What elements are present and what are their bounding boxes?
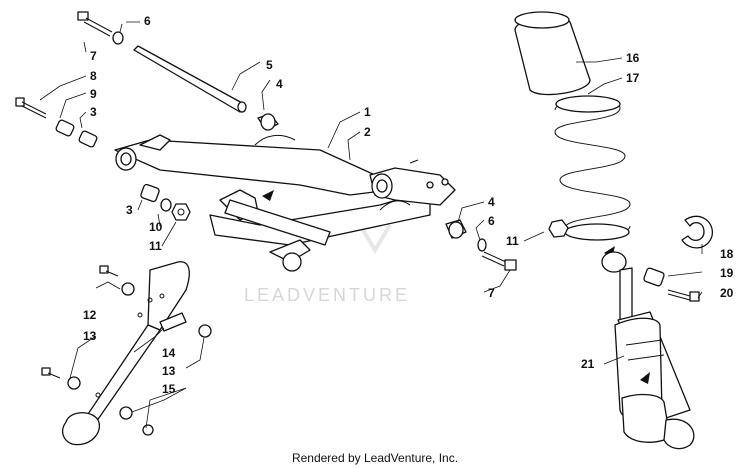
callout-21: 21: [581, 357, 595, 371]
watermark-text: LEADVENTURE: [244, 285, 410, 305]
bolt-lower-left[interactable]: [41, 367, 61, 379]
callout-15: 15: [162, 382, 176, 396]
washer-13-right[interactable]: [198, 324, 212, 338]
retaining-clip-18[interactable]: [681, 215, 713, 249]
bolt-8[interactable]: [15, 97, 47, 119]
callout-12: 12: [83, 308, 97, 322]
bolt-20[interactable]: [667, 289, 700, 302]
callout-8: 8: [90, 69, 97, 83]
bolt-12[interactable]: [99, 265, 119, 277]
limiter-strap[interactable]: [61, 261, 190, 446]
shock-absorber-21[interactable]: [601, 251, 695, 450]
bolt-7-right[interactable]: [481, 251, 517, 271]
spring-17[interactable]: [554, 95, 631, 241]
callout-16: 16: [626, 51, 640, 65]
bushing-9[interactable]: [55, 119, 75, 137]
bushing-19[interactable]: [643, 267, 665, 287]
washer-6-right[interactable]: [477, 238, 487, 252]
callout-1: 1: [364, 105, 371, 119]
callout-3-lower: 3: [126, 203, 133, 217]
callout-7-right: 7: [488, 286, 495, 300]
shaft-5[interactable]: [133, 45, 247, 113]
callout-6-top: 6: [144, 14, 151, 28]
nut-15[interactable]: [142, 424, 154, 436]
callout-6-right: 6: [488, 214, 495, 228]
washer-10[interactable]: [160, 198, 172, 212]
callout-5: 5: [266, 58, 273, 72]
nut-11-right[interactable]: [548, 219, 569, 238]
bushing-4-right[interactable]: [445, 219, 467, 239]
callout-7-top: 7: [90, 49, 97, 63]
washer-13-upper[interactable]: [121, 282, 135, 296]
callout-18: 18: [720, 247, 734, 261]
washer-15[interactable]: [119, 406, 133, 420]
callout-2: 2: [364, 125, 371, 139]
callout-11-left: 11: [149, 239, 162, 253]
callout-13-right: 13: [162, 364, 176, 378]
washer-6-top[interactable]: [112, 31, 124, 45]
pointer-arrow-left: [262, 190, 274, 201]
leader-lines: [39, 21, 703, 429]
callout-4-right: 4: [488, 195, 495, 209]
bushing-4-top[interactable]: [257, 113, 279, 131]
watermark-logo: [358, 223, 392, 254]
callout-13-left: 13: [83, 329, 97, 343]
callout-3-left: 3: [90, 105, 97, 119]
footer-credit: Rendered by LeadVenture, Inc.: [291, 451, 459, 465]
callout-20: 20: [720, 286, 734, 300]
callout-4-top: 4: [276, 77, 283, 91]
shock-boot-16[interactable]: [514, 11, 591, 96]
bolt-7-top[interactable]: [77, 11, 113, 37]
nut-11-left[interactable]: [171, 203, 191, 221]
callout-14: 14: [162, 346, 176, 360]
washer-13-left[interactable]: [67, 376, 81, 390]
pivot-tube[interactable]: [224, 199, 331, 246]
callout-17: 17: [626, 71, 640, 85]
callout-11-right: 11: [506, 234, 519, 248]
bushing-3-lower[interactable]: [140, 183, 160, 203]
bushing-3-left[interactable]: [78, 130, 98, 148]
callout-19: 19: [720, 266, 734, 280]
strap-bracket[interactable]: [159, 312, 187, 332]
callout-9: 9: [90, 87, 97, 101]
callout-10: 10: [149, 220, 163, 234]
